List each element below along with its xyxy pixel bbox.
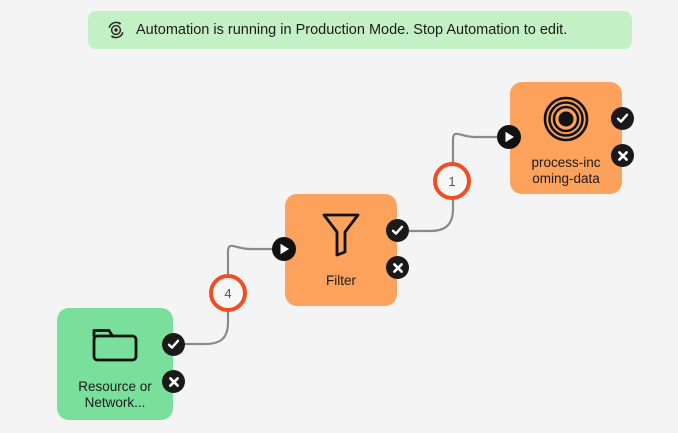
- node-success-check-circle-icon[interactable]: [386, 219, 409, 242]
- production-mode-banner: Automation is running in Production Mode…: [88, 11, 632, 49]
- node-process-incoming-data[interactable]: process-inc oming-data: [497, 82, 634, 194]
- node-filter[interactable]: Filter: [272, 194, 409, 306]
- production-mode-banner-text: Automation is running in Production Mode…: [136, 21, 568, 38]
- funnel-icon: [320, 211, 362, 262]
- node-error-x-circle-icon[interactable]: [386, 256, 409, 279]
- edge-count-value: 4: [224, 285, 232, 301]
- edge-count-value: 1: [448, 173, 456, 189]
- node-success-check-circle-icon[interactable]: [611, 107, 634, 130]
- node-input-play-icon[interactable]: [497, 125, 521, 149]
- node-error-x-circle-icon[interactable]: [162, 370, 185, 393]
- node-label-line-2: oming-data: [532, 170, 600, 186]
- node-error-x-circle-icon[interactable]: [611, 144, 634, 167]
- production-mode-icon: [106, 20, 126, 40]
- edge-count-badge[interactable]: 1: [433, 162, 471, 200]
- node-label: Filter: [326, 273, 356, 288]
- node-label-line-1: Resource or: [78, 379, 152, 394]
- node-input-play-icon[interactable]: [272, 237, 296, 261]
- node-label: process-inc oming-data: [510, 155, 622, 187]
- node-label-line-2: Network...: [84, 394, 146, 410]
- concentric-circles-icon: [543, 96, 589, 147]
- node-resource-or-network[interactable]: Resource or Network...: [57, 308, 185, 420]
- folder-icon: [91, 325, 139, 370]
- node-label-line-1: process-inc: [531, 155, 601, 170]
- node-success-check-circle-icon[interactable]: [162, 333, 185, 356]
- node-label: Resource or Network...: [57, 379, 173, 411]
- edge-count-badge[interactable]: 4: [209, 274, 247, 312]
